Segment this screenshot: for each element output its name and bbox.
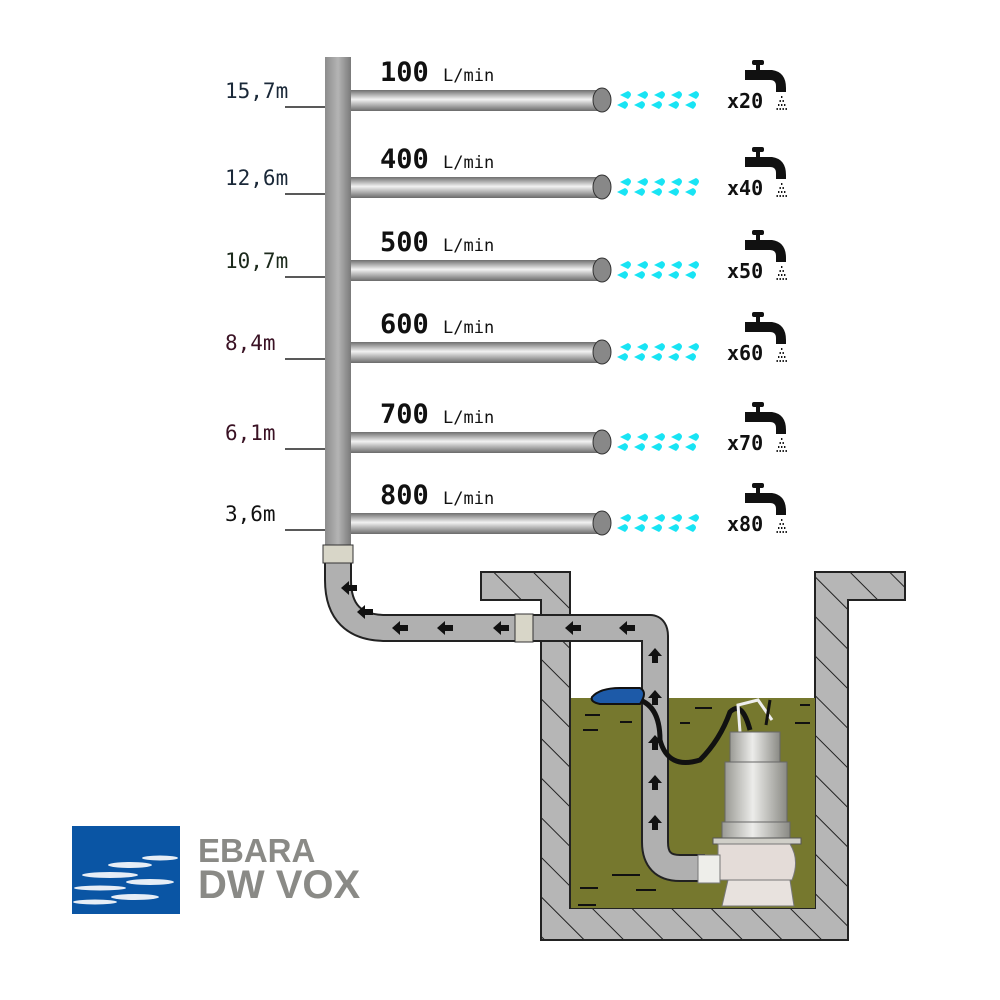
tap-count: x50	[727, 259, 763, 283]
outlet-row: 12,6m 400 L/min x40	[225, 144, 787, 200]
flow-arrow-left	[341, 581, 357, 595]
flow-arrow-left	[392, 621, 408, 635]
flow-arrow-left	[619, 621, 635, 635]
height-label: 6,1m	[225, 421, 276, 445]
height-label: 3,6m	[225, 502, 276, 526]
flow-arrow-left	[437, 621, 453, 635]
flow-value: 400	[380, 144, 429, 175]
tap-count: x20	[727, 89, 763, 113]
logo-brand: EBARA	[198, 832, 315, 869]
outlet-row: 6,1m 700 L/min x70	[225, 399, 787, 455]
pipe-fitting	[322, 544, 354, 564]
flow-arrow-up	[648, 775, 662, 790]
height-label: 8,4m	[225, 331, 276, 355]
pipe-coupling	[514, 613, 534, 643]
flow-arrows	[341, 581, 662, 830]
water-spray	[617, 514, 699, 532]
outlet-row: 10,7m 500 L/min x50	[225, 227, 787, 283]
flow-value: 500	[380, 227, 429, 258]
faucet-icon	[745, 483, 787, 533]
pipe-end-cap	[592, 87, 612, 113]
pump-cable	[629, 695, 753, 765]
pipe-end-cap	[592, 257, 612, 283]
submersible-pump	[697, 698, 802, 907]
tap-count: x40	[727, 176, 763, 200]
height-label: 15,7m	[225, 79, 288, 103]
water-ripples	[578, 704, 810, 906]
flow-value: 700	[380, 399, 429, 430]
flow-unit: L/min	[443, 408, 494, 428]
flow-arrow-left	[565, 621, 581, 635]
faucet-icon	[745, 230, 787, 280]
flow-arrow-up	[648, 690, 662, 705]
ebara-logo: EBARA DW VOX	[72, 826, 361, 914]
pit-walls	[480, 571, 906, 941]
tap-count: x60	[727, 341, 763, 365]
branch-pipe	[351, 90, 601, 111]
tap-count: x80	[727, 512, 763, 536]
water-spray	[617, 178, 699, 196]
water-spray	[617, 91, 699, 109]
flow-unit: L/min	[443, 66, 494, 86]
branch-pipe	[351, 342, 601, 363]
logo-model: DW VOX	[198, 863, 361, 907]
water-spray	[617, 433, 699, 451]
flow-unit: L/min	[443, 153, 494, 173]
outlet-row: 3,6m 800 L/min x80	[225, 480, 787, 536]
flow-arrow-left	[493, 621, 509, 635]
flow-value: 800	[380, 480, 429, 511]
flow-arrow-up	[648, 648, 662, 663]
tap-count: x70	[727, 431, 763, 455]
outlet-row: 15,7m 100 L/min x20	[225, 57, 787, 113]
flow-unit: L/min	[443, 236, 494, 256]
outlet-row: 8,4m 600 L/min x60	[225, 309, 787, 365]
discharge-pipe	[322, 544, 705, 882]
faucet-icon	[745, 312, 787, 362]
flow-arrow-up	[648, 815, 662, 830]
flow-unit: L/min	[443, 318, 494, 338]
riser-pipe	[325, 57, 351, 547]
water-spray	[617, 343, 699, 361]
flow-unit: L/min	[443, 489, 494, 509]
pipe-end-cap	[592, 429, 612, 455]
pipe-end-cap	[592, 339, 612, 365]
branch-pipe	[351, 177, 601, 198]
height-label: 12,6m	[225, 166, 288, 190]
pipe-end-cap	[592, 510, 612, 536]
faucet-icon	[745, 402, 787, 452]
branch-pipe	[351, 432, 601, 453]
faucet-icon	[745, 60, 787, 110]
float-switch	[590, 687, 645, 705]
height-label: 10,7m	[225, 249, 288, 273]
flow-value: 100	[380, 57, 429, 88]
flow-value: 600	[380, 309, 429, 340]
flow-arrow-up	[648, 735, 662, 750]
branch-pipe	[351, 260, 601, 281]
water-spray	[617, 261, 699, 279]
flow-arrow-left	[357, 605, 373, 619]
faucet-icon	[745, 147, 787, 197]
pipe-end-cap	[592, 174, 612, 200]
branch-pipe	[351, 513, 601, 534]
